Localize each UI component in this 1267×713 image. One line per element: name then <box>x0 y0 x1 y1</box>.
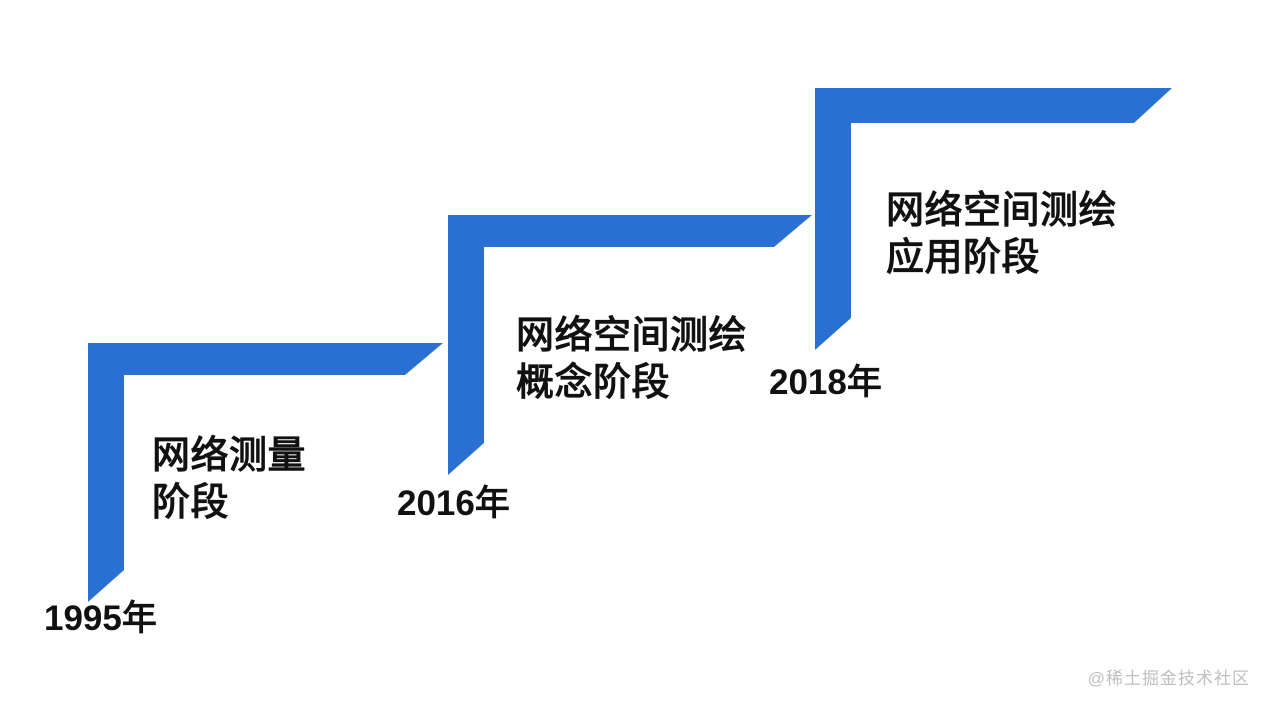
step-shape-2 <box>448 215 812 475</box>
step-shape-1 <box>88 343 443 602</box>
step-shape-3 <box>815 88 1172 350</box>
year-label-2018: 2018年 <box>769 363 882 402</box>
stage-label-cyberspace-mapping-application: 网络空间测绘 应用阶段 <box>886 190 1118 279</box>
year-label-1995: 1995年 <box>44 599 157 638</box>
watermark-text: @稀土掘金技术社区 <box>1087 669 1250 688</box>
stage-label-cyberspace-mapping-concept: 网络空间测绘 概念阶段 <box>516 315 748 404</box>
stage-label-network-measurement: 网络测量 阶段 <box>152 435 307 524</box>
year-label-2016: 2016年 <box>397 484 510 523</box>
